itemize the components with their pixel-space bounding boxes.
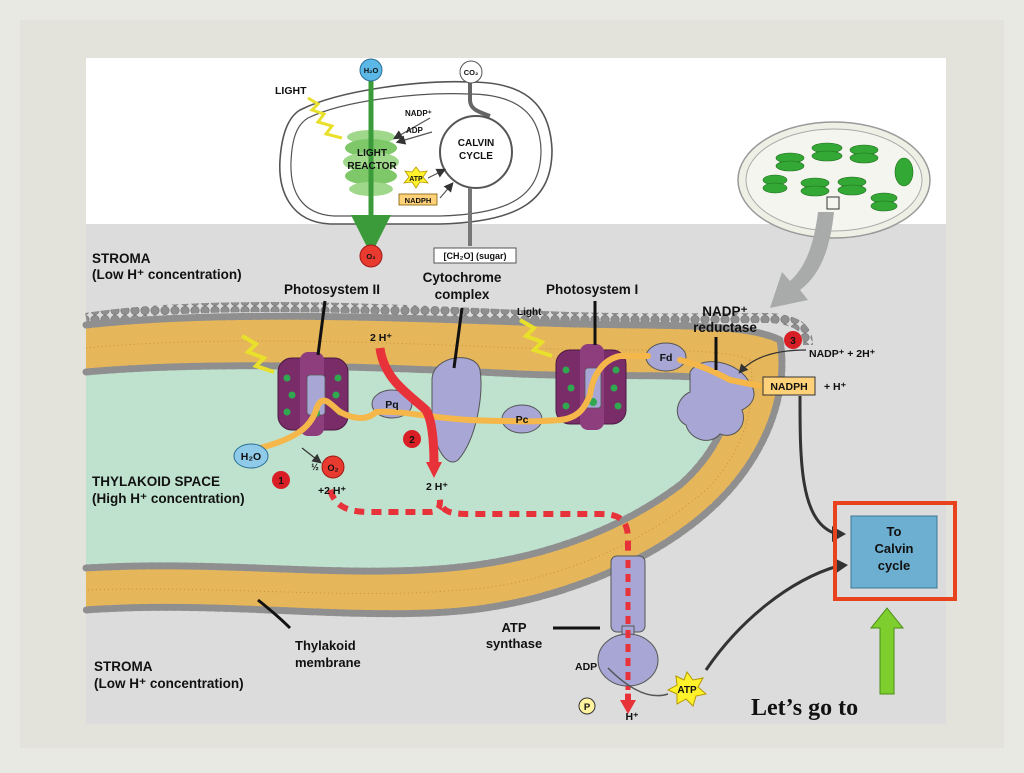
- calvin-box: [850, 515, 938, 589]
- chloroplast-thumbnail: [737, 121, 931, 239]
- half-label: ½: [311, 462, 319, 472]
- nadp-reductase-line2: reductase: [693, 320, 757, 335]
- overview-nadp: NADP⁺: [405, 109, 432, 118]
- atp-synthase-line1: ATP: [501, 620, 526, 635]
- atp-star-icon: [666, 670, 708, 707]
- nadph-box-small: [398, 193, 438, 206]
- light-zigzag-icon: [307, 96, 343, 140]
- overview-light-reactor-line2: REACTOR: [347, 161, 397, 172]
- ps2-light-zigzag-icon: [241, 334, 275, 374]
- cytochrome-label-line1: Cytochrome: [423, 270, 502, 285]
- step-badge-1: [272, 471, 290, 489]
- ps1-light-zigzag-icon: [519, 318, 553, 358]
- phosphate-icon: [578, 697, 596, 715]
- plus-h-label: + H⁺: [824, 381, 847, 393]
- nadp-2h-label: NADP⁺ + 2H⁺: [809, 348, 876, 360]
- electron-flow-arrow: [257, 353, 651, 451]
- adp-label: ADP: [575, 661, 597, 673]
- nadph-box: [762, 376, 816, 396]
- thylakoid-membrane-line1: Thylakoid: [295, 638, 356, 653]
- o2-label: O₂: [328, 463, 339, 473]
- atp-synthase-line2: synthase: [486, 636, 542, 651]
- overview-o2: O₂: [366, 252, 375, 261]
- thylakoid-space-line2: (High H⁺ concentration): [92, 491, 245, 506]
- calvin-box-line3: cycle: [878, 558, 911, 573]
- stroma-top-line1: STROMA: [92, 251, 151, 266]
- step-3-label: 3: [790, 336, 796, 347]
- pc-label: Pc: [516, 414, 529, 426]
- calvin-box-line1: To: [887, 524, 902, 539]
- photosystem-ii: [277, 352, 349, 436]
- step-2-label: 2: [409, 435, 415, 446]
- stroma-bottom-line1: STROMA: [94, 659, 153, 674]
- photosystem-i-label: Photosystem I: [546, 282, 638, 297]
- overview-light: LIGHT: [275, 85, 307, 97]
- overview-sugar: [CH₂O] (sugar): [444, 251, 507, 261]
- calvin-cycle-circle: [439, 115, 513, 189]
- co2-badge: [459, 60, 483, 84]
- overview-nadph: NADPH: [405, 196, 432, 205]
- two-h-plus-top: 2 H⁺: [370, 332, 392, 344]
- o2-badge: [359, 244, 383, 268]
- chloroplast-overview: [279, 58, 553, 268]
- h2o-badge: [359, 58, 383, 82]
- overview-atp: ATP: [409, 176, 423, 183]
- up-arrow-icon: [869, 607, 905, 695]
- atp-star-icon: [403, 166, 429, 189]
- overview-co2: CO₂: [464, 68, 479, 77]
- stroma-top-line2: (Low H⁺ concentration): [92, 267, 242, 282]
- cytochrome-label-line2: complex: [435, 287, 490, 302]
- photosystem-ii-label: Photosystem II: [284, 282, 380, 297]
- proton-flow-arrow: [375, 347, 439, 466]
- h2o-label: H₂O: [241, 451, 261, 463]
- light-label-small: Light: [517, 307, 542, 318]
- o2-molecule: [321, 455, 345, 479]
- step-badge-3: [784, 331, 802, 349]
- proton-gradient-dashes: [327, 488, 631, 700]
- two-h-plus-left: +2 H⁺: [318, 485, 346, 497]
- fd-label: Fd: [660, 352, 673, 364]
- step-badge-2: [403, 430, 421, 448]
- h2o-molecule: [233, 443, 269, 469]
- overview-light-reactor-line1: LIGHT: [357, 148, 387, 159]
- two-h-plus-bottom: 2 H⁺: [426, 481, 448, 493]
- h-plus-bottom-label: H⁺: [625, 711, 639, 723]
- nadph-label: NADPH: [770, 381, 807, 393]
- overview-h2o: H₂O: [364, 66, 379, 75]
- thylakoid-membrane-line2: membrane: [295, 655, 361, 670]
- zoom-arrow: [770, 212, 834, 308]
- overview-adp: ADP: [406, 126, 424, 135]
- stroma-bottom-line2: (Low H⁺ concentration): [94, 676, 244, 691]
- atp-label: ATP: [677, 685, 697, 696]
- phosphate-label: P: [584, 702, 591, 713]
- calvin-box-frame: [833, 501, 957, 601]
- calvin-box-line2: Calvin: [874, 541, 913, 556]
- thylakoid-space-line1: THYLAKOID SPACE: [92, 474, 220, 489]
- overview-calvin-line1: CALVIN: [458, 138, 494, 149]
- overview-calvin-line2: CYCLE: [459, 151, 493, 162]
- callout-text: Let’s go to: [751, 695, 858, 721]
- step-1-label: 1: [278, 476, 284, 487]
- nadp-reductase-line1: NADP⁺: [702, 304, 747, 319]
- sugar-box: [433, 247, 517, 264]
- pq-label: Pq: [385, 399, 398, 411]
